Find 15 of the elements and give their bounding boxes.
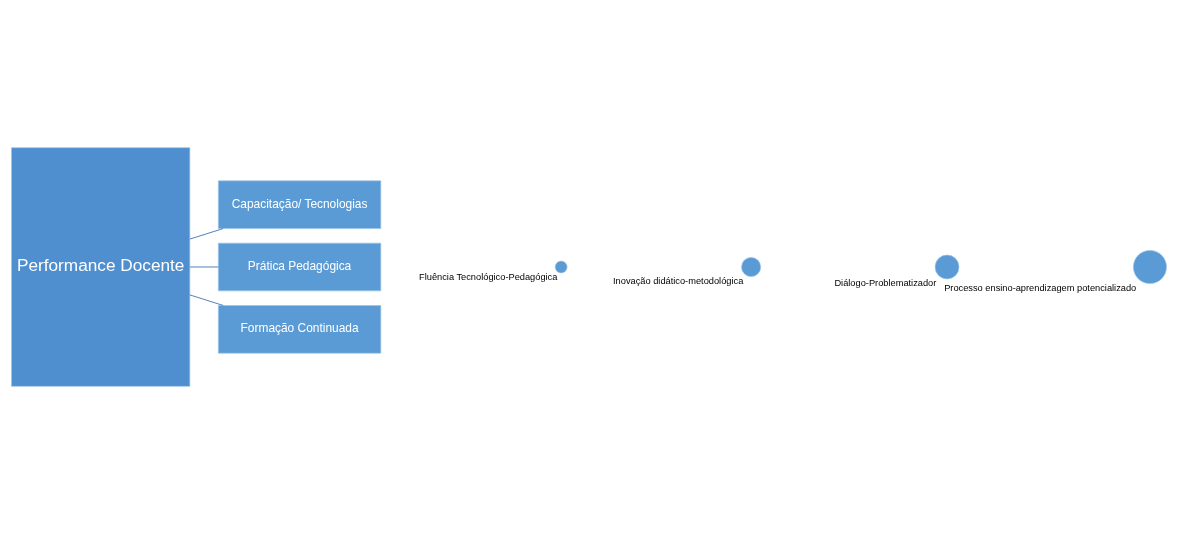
node-label: Processo ensino-aprendizagem potencializado xyxy=(944,282,1137,293)
node-circle xyxy=(554,260,568,273)
node-label: Fluência Tecnológico-Pedagógica xyxy=(419,271,558,282)
node-label: Inovação didático-metodológica xyxy=(613,275,744,286)
node-box: Prática Pedagógica xyxy=(218,242,382,291)
node-box: Capacitação/ Tecnologias xyxy=(218,179,382,229)
node-circle xyxy=(741,256,762,277)
node-box: Formação Continuada xyxy=(218,304,382,354)
connector xyxy=(189,293,224,306)
connector xyxy=(189,227,224,240)
node-circle xyxy=(934,254,960,279)
connector xyxy=(189,266,219,267)
node-box: Performance Docente xyxy=(11,146,191,387)
node-label: Diálogo-Problematizador xyxy=(834,277,937,288)
node-circle xyxy=(1133,249,1167,284)
